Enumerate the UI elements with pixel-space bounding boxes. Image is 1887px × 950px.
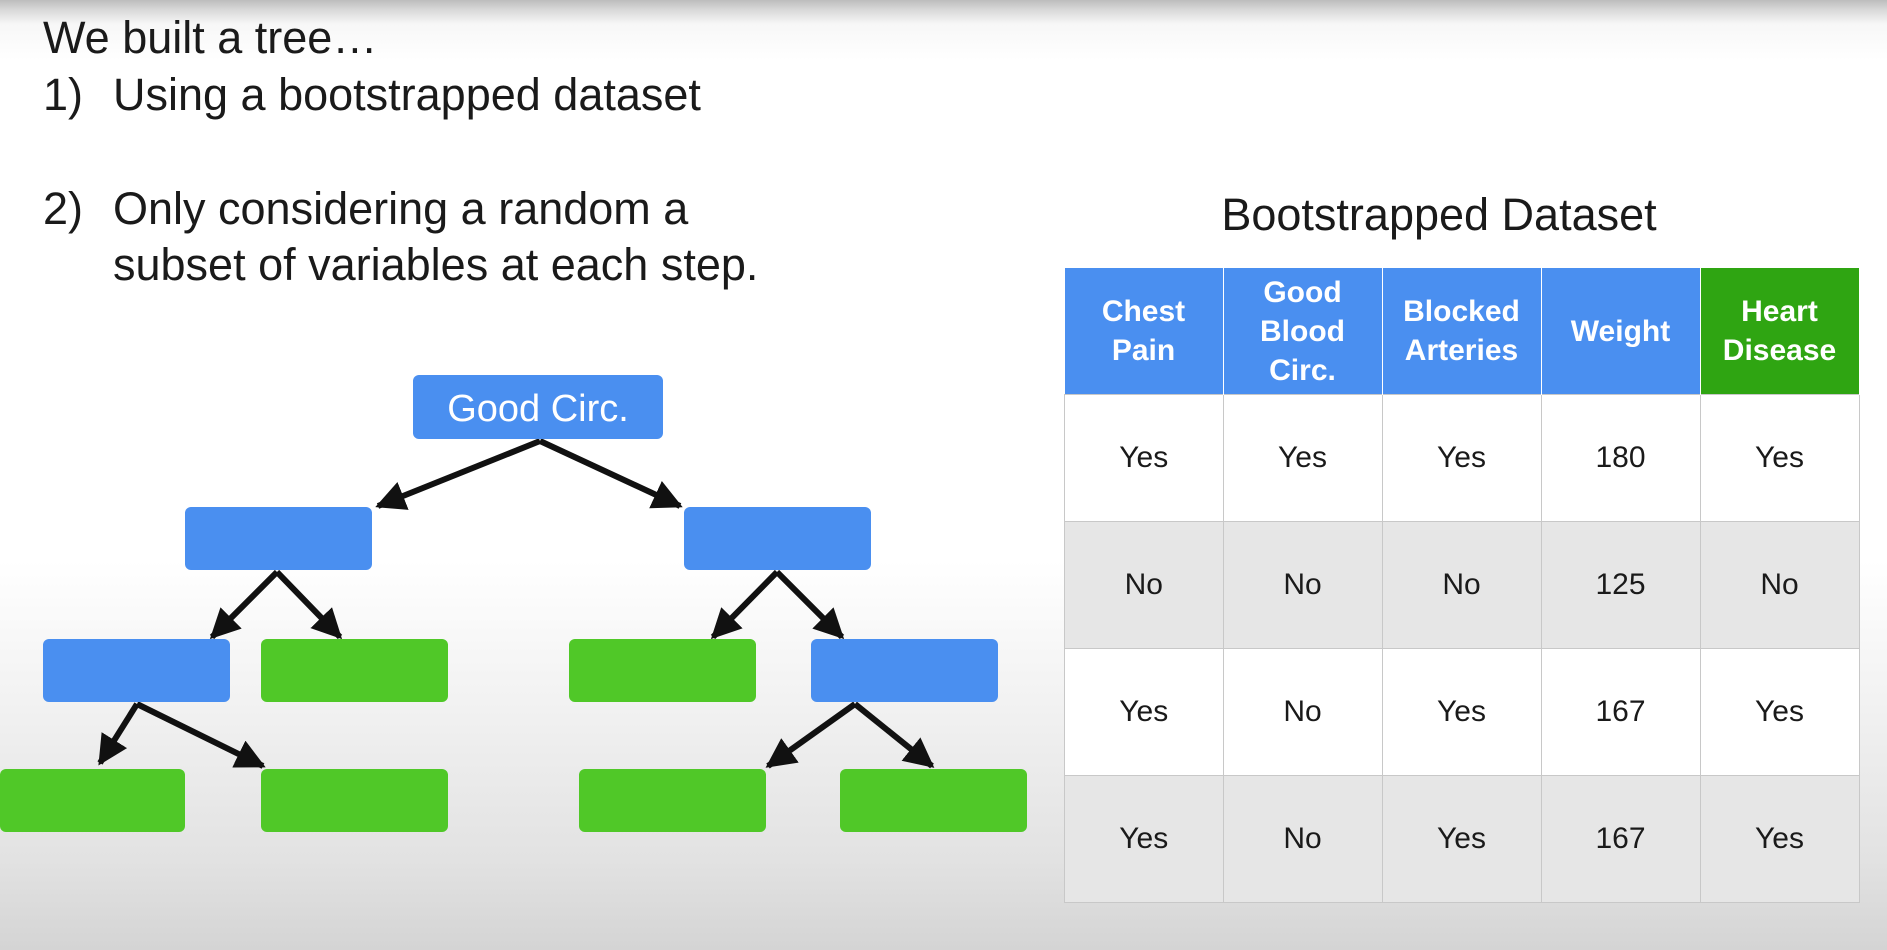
leaf-node (840, 769, 1027, 832)
table-title: Bootstrapped Dataset (1221, 189, 1657, 240)
header-heart-disease: Heart Disease (1700, 268, 1860, 395)
tree-edge (853, 701, 935, 769)
header-weight: Weight (1541, 268, 1701, 395)
point-1-number: 1) (43, 69, 84, 120)
table-cell: Yes (1699, 394, 1860, 522)
table-cell: No (1222, 775, 1383, 903)
bootstrapped-dataset-table: Chest Pain Good Blood Circ. Blocked Arte… (1064, 268, 1860, 903)
point-2-text-line-2: subset of variables at each step. (113, 239, 759, 290)
table-row: Yes No Yes 167 Yes (1064, 648, 1860, 776)
tree-edge (274, 569, 343, 640)
table-cell: Yes (1699, 775, 1860, 903)
point-2-number: 2) (43, 183, 84, 234)
table-cell: Yes (1381, 394, 1542, 522)
table-cell: Yes (1064, 394, 1224, 522)
table-cell: No (1222, 648, 1383, 776)
table-cell: 180 (1540, 394, 1701, 522)
intro-heading: We built a tree… (43, 12, 378, 63)
point-2-text-line-1: Only considering a random a (113, 183, 689, 234)
leaf-node (579, 769, 766, 832)
decision-node (185, 507, 372, 570)
table-cell: 125 (1540, 521, 1701, 649)
root-node (413, 375, 663, 439)
header-chest-pain: Chest Pain (1064, 268, 1224, 395)
header-blocked-arteries: Blocked Arteries (1382, 268, 1542, 395)
table-cell: Yes (1222, 394, 1383, 522)
leaf-node (569, 639, 756, 702)
tree-edge (538, 438, 683, 509)
table-cell: Yes (1381, 775, 1542, 903)
tree-edge (97, 702, 140, 766)
tree-edge (710, 569, 780, 640)
tree-edge (774, 569, 845, 640)
table-row: No No No 125 No (1064, 521, 1860, 649)
table-cell: No (1222, 521, 1383, 649)
point-1-text: Using a bootstrapped dataset (113, 69, 701, 120)
table-cell: No (1381, 521, 1542, 649)
decision-tree: Good Circ. (0, 375, 1027, 832)
tree-edge (209, 569, 280, 640)
tree-edge (135, 701, 266, 769)
table-cell: 167 (1540, 775, 1701, 903)
table-cell: Yes (1064, 648, 1224, 776)
table-row: Yes No Yes 167 Yes (1064, 775, 1860, 903)
table-header-row: Chest Pain Good Blood Circ. Blocked Arte… (1064, 268, 1860, 395)
table-cell: Yes (1064, 775, 1224, 903)
decision-node (684, 507, 871, 570)
table-cell: Yes (1699, 648, 1860, 776)
decision-node (811, 639, 998, 702)
decision-node (43, 639, 230, 702)
table-cell: Yes (1381, 648, 1542, 776)
table-cell: No (1699, 521, 1860, 649)
table-cell: No (1064, 521, 1224, 649)
leaf-node (0, 769, 185, 832)
header-good-blood-circ: Good Blood Circ. (1223, 268, 1383, 395)
root-node-label: Good Circ. (447, 388, 629, 430)
table-cell: 167 (1540, 648, 1701, 776)
leaf-node (261, 769, 448, 832)
table-row: Yes Yes Yes 180 Yes (1064, 394, 1860, 522)
tree-edge (765, 701, 857, 769)
tree-edge (375, 438, 542, 510)
leaf-node (261, 639, 448, 702)
